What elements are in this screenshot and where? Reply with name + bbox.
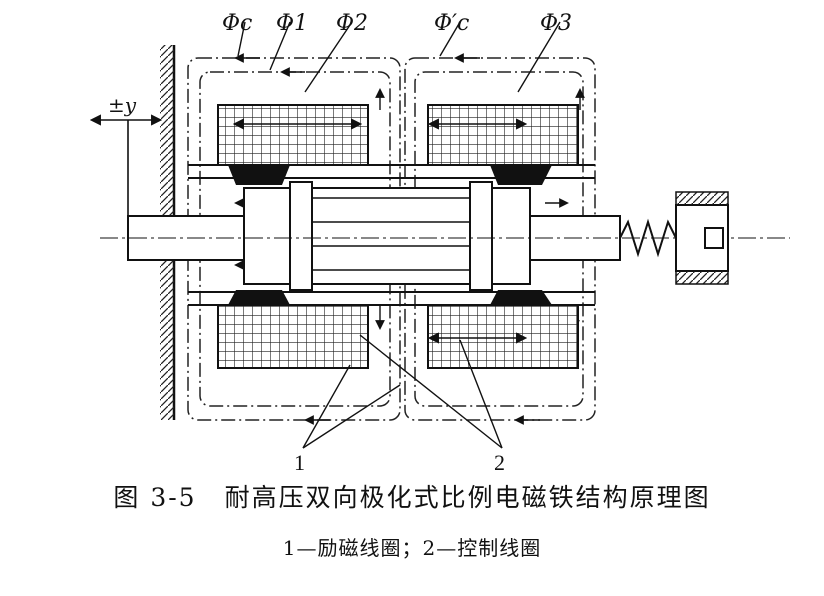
electromagnet-diagram: Φc Φ1 Φ2 Φ′c Φ3 ±y 1 2 bbox=[89, 11, 790, 470]
coil-lower-right bbox=[427, 304, 579, 369]
callout-1: 1 bbox=[294, 450, 305, 470]
coil-lower-left bbox=[217, 304, 369, 369]
figure-number: 图 3-5 bbox=[113, 483, 197, 512]
coil-upper-right bbox=[427, 104, 579, 166]
coil-upper-left bbox=[217, 104, 369, 166]
figure-title: 耐高压双向极化式比例电磁铁结构原理图 bbox=[224, 483, 711, 512]
support-bracket bbox=[675, 191, 729, 285]
label-phi-1: Φ1 bbox=[276, 11, 308, 36]
figure-caption: 图 3-5 耐高压双向极化式比例电磁铁结构原理图 bbox=[0, 478, 824, 514]
label-phi-c-prime: Φ′c bbox=[434, 11, 469, 36]
figure-legend: 1—励磁线圈；2—控制线圈 bbox=[282, 536, 542, 560]
label-phi-2: Φ2 bbox=[336, 11, 368, 36]
label-displacement: ±y bbox=[108, 93, 137, 117]
pole-pieces bbox=[228, 165, 552, 305]
displacement-arrow bbox=[89, 114, 163, 216]
armature bbox=[243, 181, 531, 291]
coil-arrows bbox=[232, 118, 528, 344]
label-phi-3: Φ3 bbox=[540, 11, 572, 36]
spring bbox=[619, 218, 677, 258]
leader-lines bbox=[237, 21, 561, 449]
label-phi-c: Φc bbox=[222, 11, 252, 36]
callout-2: 2 bbox=[494, 450, 505, 470]
